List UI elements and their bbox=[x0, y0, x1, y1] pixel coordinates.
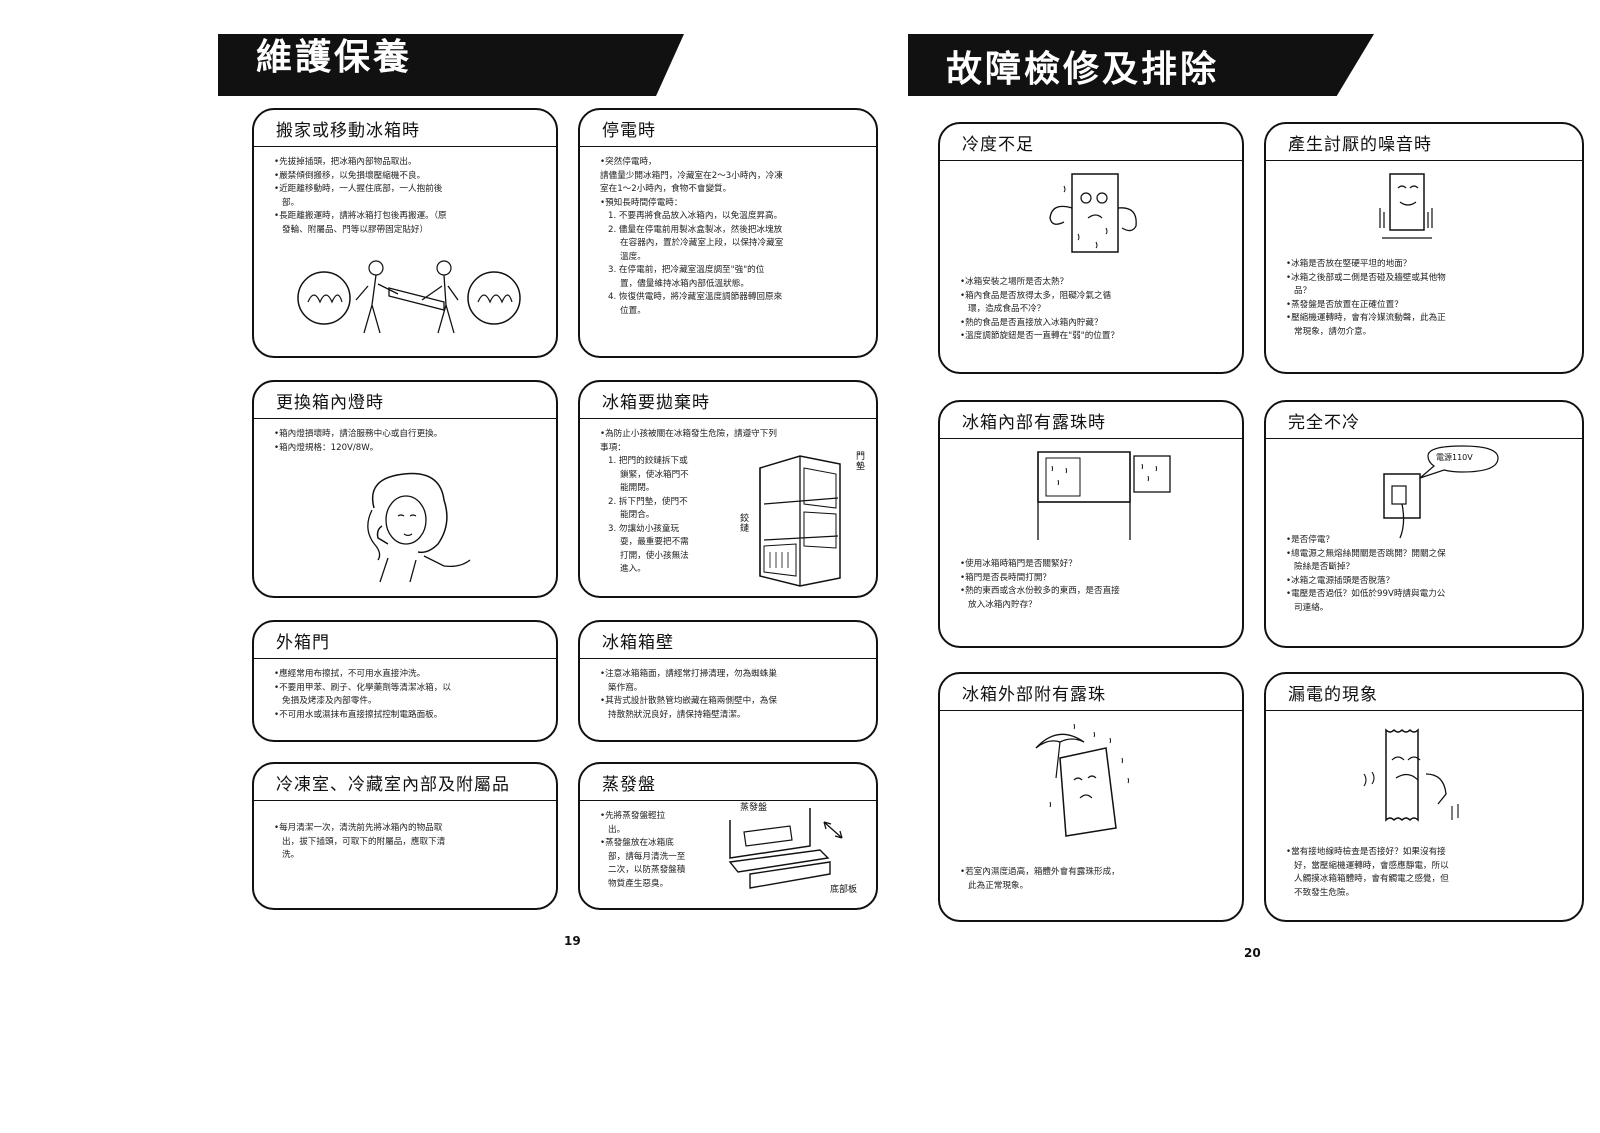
box-title: 停電時 bbox=[602, 121, 656, 141]
box-leak: 漏電的現象 •當有接地線時檢查是否接好？如果沒有接 好，當壓縮機運轉時，會感應靜… bbox=[1264, 672, 1584, 922]
box-body: •箱內燈損壞時，請洽服務中心或自行更換。 •箱內燈規格：120V/8W。 bbox=[274, 429, 443, 453]
box-noise: 產生討厭的噪音時 •冰箱是否放在堅硬平坦的地面？ •冰箱之後部或二側是否碰及牆壁… bbox=[1264, 122, 1584, 374]
box-title: 冰箱要拋棄時 bbox=[602, 393, 710, 413]
shocked-fridge-illustration bbox=[1363, 728, 1459, 822]
fridge-open-illustration bbox=[759, 455, 841, 587]
box-title: 冰箱箱壁 bbox=[602, 633, 674, 653]
evaporator-tray-illustration bbox=[728, 808, 843, 889]
box-wall: 冰箱箱壁 •注意冰箱箱面，請經常打掃清理，勿為蜘蛛巢 築作窩。 •其背式設計散熱… bbox=[578, 620, 878, 742]
box-body: •先拔掉插頭，把冰箱內部物品取出。 •嚴禁傾倒搬移，以免損壞壓縮機不良。 •近距… bbox=[274, 157, 447, 235]
box-dew-outside: 冰箱外部附有露珠 •若室內濕度過高，箱體外會有露珠形成， 此為正常現象。 bbox=[938, 672, 1244, 922]
moving-illustration bbox=[297, 260, 521, 334]
banner-troubleshooting: 故障檢修及排除 bbox=[908, 34, 1374, 96]
box-title: 完全不冷 bbox=[1288, 413, 1360, 433]
box-not-cold: 完全不冷 電源110V •是否停電？ •總電源之無熔絲開關是否跳開？開關之保 險… bbox=[1264, 400, 1584, 648]
box-title: 搬家或移動冰箱時 bbox=[276, 121, 420, 141]
box-body: •若室內濕度過高，箱體外會有露珠形成， 此為正常現象。 bbox=[960, 867, 1120, 891]
sweating-fridge-illustration bbox=[1049, 173, 1137, 253]
label-door-gasket: 門墊 bbox=[856, 452, 866, 472]
box-title: 冰箱內部有露珠時 bbox=[962, 413, 1106, 433]
box-evap-tray: 蒸發盤 •先將蒸發盤輕拉 出。 •蒸發盤放在冰箱底 部，請每月清洗一至 二次，以… bbox=[578, 762, 878, 910]
box-title: 冷凍室、冷藏室內部及附屬品 bbox=[276, 775, 510, 795]
box-body: •突然停電時， 請儘量少開冰箱門，冷藏室在2～3小時內，冷凍 室在1～2小時內，… bbox=[600, 157, 784, 316]
box-moving: 搬家或移動冰箱時 •先拔掉插頭，把冰箱內部物品取出。 •嚴禁傾倒搬移，以免損壞壓… bbox=[252, 108, 558, 358]
box-title: 外箱門 bbox=[276, 633, 330, 653]
box-outage: 停電時 •突然停電時， 請儘量少開冰箱門，冷藏室在2～3小時內，冷凍 室在1～2… bbox=[578, 108, 878, 358]
box-lamp: 更換箱內燈時 •箱內燈損壞時，請洽服務中心或自行更換。 •箱內燈規格：120V/… bbox=[252, 380, 558, 598]
box-body: •使用冰箱時箱門是否關緊好？ •箱門是否長時間打開？ •熱的東西或含水份較多的東… bbox=[960, 559, 1120, 610]
box-dew-inside: 冰箱內部有露珠時 •使用冰箱時箱門是否關緊好？ •箱門是否長時間打開？ •熱的東… bbox=[938, 400, 1244, 648]
banner-title: 維護保養 bbox=[256, 37, 413, 78]
box-body: •先將蒸發盤輕拉 出。 •蒸發盤放在冰箱底 部，請每月清洗一至 二次，以防蒸發盤… bbox=[600, 811, 686, 889]
box-title: 產生討厭的噪音時 bbox=[1288, 135, 1432, 155]
box-body: •為防止小孩被關在冰箱發生危險，請遵守下列 事項： 1. 把門的鉸鏈拆下或 鎖緊… bbox=[600, 429, 777, 574]
page-number-left: 19 bbox=[564, 934, 581, 948]
box-body: •當有接地線時檢查是否接好？如果沒有接 好，當壓縮機運轉時，會感應靜電，所以 人… bbox=[1286, 847, 1449, 898]
box-interior: 冷凍室、冷藏室內部及附屬品 •每月清潔一次，清洗前先將冰箱內的物品取 出，拔下插… bbox=[252, 762, 558, 910]
box-title: 冷度不足 bbox=[962, 135, 1034, 155]
box-body: •是否停電？ •總電源之無熔絲開關是否跳開？開關之保 險絲是否斷掉？ •冰箱之電… bbox=[1286, 535, 1446, 613]
label-hinge: 鉸鏈 bbox=[740, 514, 750, 534]
label-bottom-plate: 底部板 bbox=[830, 885, 858, 895]
box-title: 冰箱外部附有露珠 bbox=[962, 685, 1106, 705]
label-voltage: 電源110V bbox=[1436, 453, 1473, 462]
box-exterior-door: 外箱門 •應經常用布擦拭，不可用水直接沖洗。 •不要用甲苯、刷子、化學藥劑等清潔… bbox=[252, 620, 558, 742]
banner-title: 故障檢修及排除 bbox=[946, 49, 1220, 90]
box-discard: 冰箱要拋棄時 •為防止小孩被關在冰箱發生危險，請遵守下列 事項： 1. 把門的鉸… bbox=[578, 380, 878, 598]
fridge-interior-dew-illustration bbox=[1037, 451, 1171, 540]
shaking-fridge-illustration bbox=[1379, 173, 1433, 239]
box-title: 更換箱內燈時 bbox=[276, 393, 384, 413]
umbrella-fridge-illustration bbox=[1035, 723, 1129, 837]
box-body: •每月清潔一次，清洗前先將冰箱內的物品取 出，拔下插頭，可取下的附屬品，應取下清… bbox=[274, 823, 446, 860]
banner-maintenance: 維護保養 bbox=[218, 34, 684, 96]
box-body: •應經常用布擦拭，不可用水直接沖洗。 •不要用甲苯、刷子、化學藥劑等清潔冰箱，以… bbox=[274, 669, 451, 720]
page-number-right: 20 bbox=[1244, 946, 1261, 960]
box-body: •注意冰箱箱面，請經常打掃清理，勿為蜘蛛巢 築作窩。 •其背式設計散熱管均嵌藏在… bbox=[600, 669, 777, 720]
label-evap-tray: 蒸發盤 bbox=[740, 803, 768, 813]
woman-illustration bbox=[367, 472, 471, 583]
box-body: •冰箱安裝之場所是否太熱？ •箱內食品是否放得太多，阻礙冷氣之循 環，造成食品不… bbox=[960, 277, 1120, 341]
box-title: 蒸發盤 bbox=[602, 775, 656, 795]
wall-outlet-illustration bbox=[1383, 445, 1499, 539]
box-title: 漏電的現象 bbox=[1288, 685, 1378, 705]
box-body: •冰箱是否放在堅硬平坦的地面？ •冰箱之後部或二側是否碰及牆壁或其他物 品？ •… bbox=[1286, 259, 1446, 337]
box-insufficient-cold: 冷度不足 •冰箱安裝之場所是否太熱？ •箱內食品是否放得太多，阻礙冷氣之循 環，… bbox=[938, 122, 1244, 374]
